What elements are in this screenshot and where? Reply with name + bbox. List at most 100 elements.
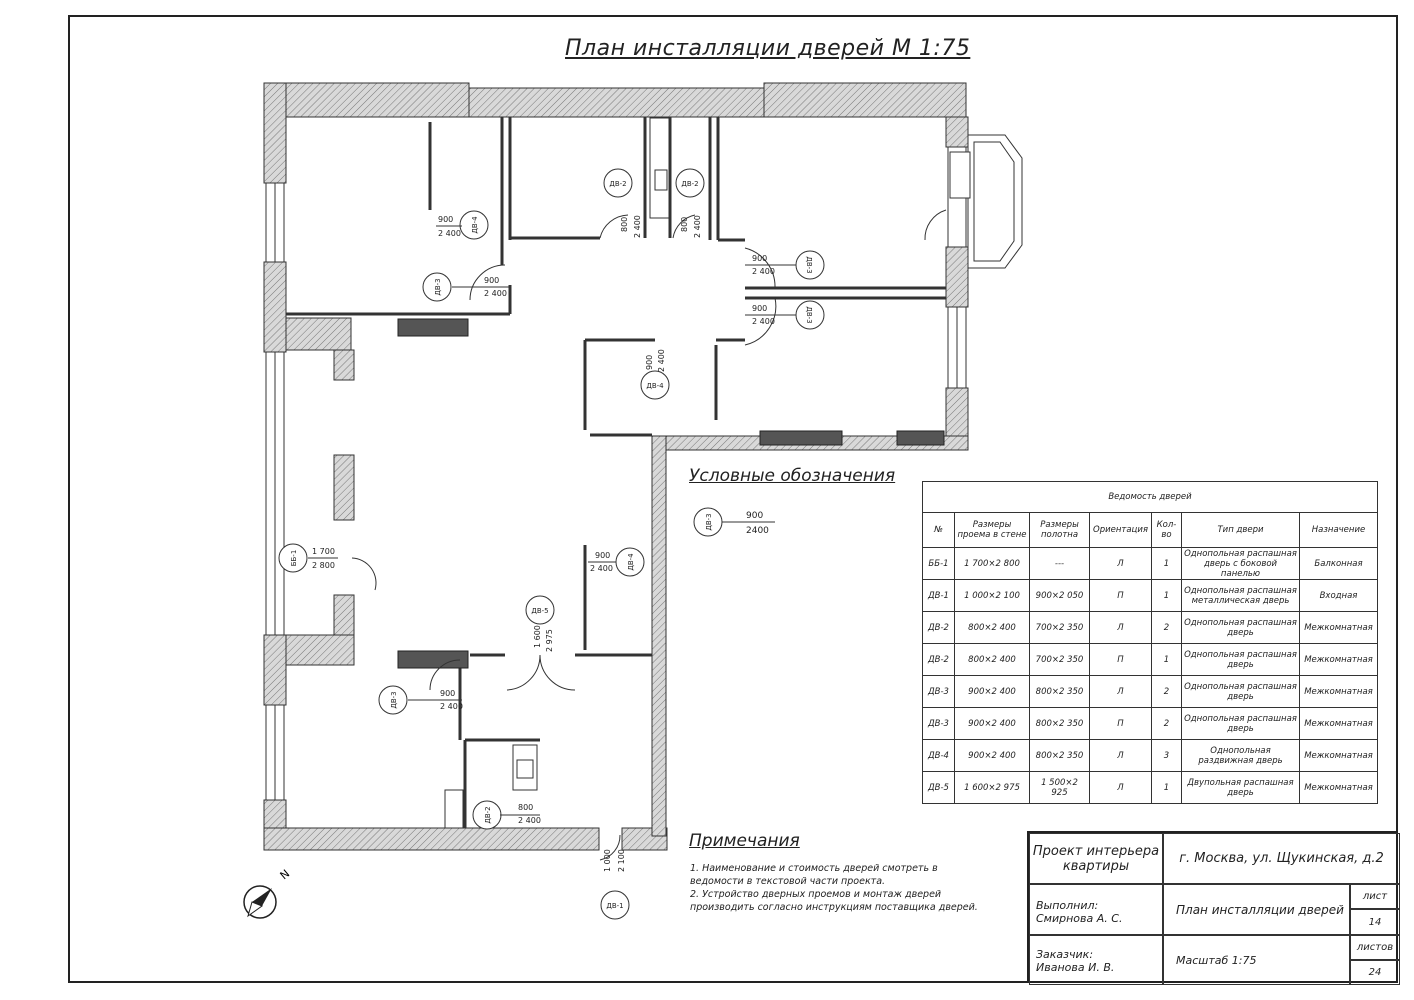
svg-text:900: 900 [484, 276, 499, 285]
drawing-title: План инсталляции дверей М 1:75 [565, 36, 971, 61]
svg-text:2 800: 2 800 [312, 561, 335, 570]
north-label: N [278, 867, 293, 882]
table-cell: П [1089, 643, 1152, 676]
sheet-title: План инсталляции дверей [1163, 884, 1350, 935]
scale-value: Масштаб 1:75 [1163, 935, 1350, 985]
table-cell: Л [1089, 739, 1152, 772]
table-cell: Однопольная распашная дверь [1181, 643, 1300, 676]
svg-text:ДВ-3: ДВ-3 [805, 256, 813, 273]
svg-text:ДВ-3: ДВ-3 [390, 691, 398, 708]
svg-text:1 700: 1 700 [312, 547, 335, 556]
performer-cell: Выполнил: Смирнова А. С. [1029, 884, 1163, 935]
performer-label: Выполнил: [1036, 899, 1099, 912]
svg-text:ДВ-4: ДВ-4 [471, 216, 479, 234]
table-cell: 1 [1151, 643, 1182, 676]
table-cell: Балконная [1299, 547, 1378, 580]
table-cell: Однопольная распашная дверь [1181, 707, 1300, 740]
svg-text:ДВ-2: ДВ-2 [681, 180, 698, 188]
svg-text:900: 900 [752, 254, 767, 263]
table-cell: Межкомнатная [1299, 675, 1378, 708]
svg-text:1 600: 1 600 [533, 625, 542, 648]
table-cell: 800×2 400 [954, 611, 1030, 644]
svg-text:ДВ-5: ДВ-5 [531, 607, 548, 615]
svg-text:ДВ-2: ДВ-2 [609, 180, 626, 188]
svg-text:900: 900 [595, 551, 610, 560]
svg-text:2 400: 2 400 [633, 215, 642, 238]
table-cell: 900×2 400 [954, 739, 1030, 772]
door-tags: ДВ-4 900 2 400 ДВ-3 900 2 400 ДВ-2 ДВ-2 [278, 168, 825, 920]
table-cell: 1 700×2 800 [954, 547, 1030, 580]
door-tag-dv5: ДВ-5 [525, 595, 555, 625]
table-cell: 2 [1151, 675, 1182, 708]
table-cell: Межкомнатная [1299, 611, 1378, 644]
door-tag-dv3-b: ДВ-3 900 2 400 [745, 250, 825, 280]
column-header: Тип двери [1181, 512, 1300, 548]
table-header-row: № Размеры проема в стене Размеры полотна… [922, 512, 1378, 548]
door-swings [351, 209, 947, 861]
customer-cell: Заказчик: Иванова И. В. [1029, 935, 1163, 985]
performer-name: Смирнова А. С. [1036, 912, 1123, 925]
table-cell: 2 [1151, 611, 1182, 644]
svg-text:800: 800 [518, 803, 533, 812]
table-cell: Л [1089, 611, 1152, 644]
table-cell: 800×2 350 [1029, 707, 1090, 740]
svg-text:900: 900 [438, 215, 453, 224]
column-header: Размеры полотна [1029, 512, 1090, 548]
table-cell: 1 [1151, 547, 1182, 580]
svg-text:ДВ-3: ДВ-3 [434, 278, 442, 295]
door-tag-dv2-a: ДВ-2 [603, 168, 633, 198]
door-tag-dv2-b: ДВ-2 [675, 168, 705, 198]
notes-heading: Примечания [689, 831, 800, 851]
table-cell: Л [1089, 547, 1152, 580]
table-cell: 1 000×2 100 [954, 579, 1030, 612]
table-cell: ДВ-1 [922, 579, 955, 612]
svg-text:900: 900 [440, 689, 455, 698]
table-cell: 800×2 350 [1029, 739, 1090, 772]
door-tag-dv3-d: ДВ-3 900 2 400 [378, 685, 463, 715]
sheet-frame [68, 15, 1398, 983]
table-cell: 1 [1151, 771, 1182, 804]
plumbing-fixtures [444, 117, 671, 829]
table-cell: 1 600×2 975 [954, 771, 1030, 804]
svg-text:900: 900 [645, 355, 654, 370]
svg-text:800: 800 [620, 217, 629, 232]
svg-text:ДВ-1: ДВ-1 [606, 902, 623, 910]
title-block: Проект интерьера квартиры г. Москва, ул.… [1027, 831, 1400, 985]
svg-text:ДВ-2: ДВ-2 [484, 806, 492, 823]
radiators [397, 318, 945, 669]
north-arrow-icon: N [243, 867, 293, 919]
svg-text:ДВ-4: ДВ-4 [646, 382, 664, 390]
column-header: Ориентация [1089, 512, 1152, 548]
table-cell: Однопольная раздвижная дверь [1181, 739, 1300, 772]
svg-text:ДВ-3: ДВ-3 [705, 513, 713, 530]
table-cell: 700×2 350 [1029, 611, 1090, 644]
svg-text:2 400: 2 400 [438, 229, 461, 238]
table-cell: --- [1029, 547, 1090, 580]
svg-text:900: 900 [746, 511, 763, 521]
customer-label: Заказчик: [1036, 948, 1094, 961]
table-cell: ДВ-3 [922, 675, 955, 708]
svg-text:2 400: 2 400 [484, 289, 507, 298]
table-cell: ДВ-2 [922, 611, 955, 644]
notes-list: 1. Наименование и стоимость дверей смотр… [690, 862, 980, 914]
door-tag-dv4-a: ДВ-4 900 2 400 [436, 210, 489, 240]
outer-walls [263, 82, 969, 851]
project-name: Проект интерьера квартиры [1029, 833, 1163, 884]
table-cell: Входная [1299, 579, 1378, 612]
table-cell: П [1089, 579, 1152, 612]
svg-text:2 400: 2 400 [752, 317, 775, 326]
table-caption: Ведомость дверей [922, 481, 1378, 513]
table-cell: 800×2 400 [954, 643, 1030, 676]
table-cell: Однопольная распашная металлическая двер… [1181, 579, 1300, 612]
table-cell: ДВ-3 [922, 707, 955, 740]
table-cell: Межкомнатная [1299, 643, 1378, 676]
table-cell: Межкомнатная [1299, 707, 1378, 740]
svg-text:2 400: 2 400 [518, 816, 541, 825]
svg-text:2 100: 2 100 [617, 849, 626, 872]
